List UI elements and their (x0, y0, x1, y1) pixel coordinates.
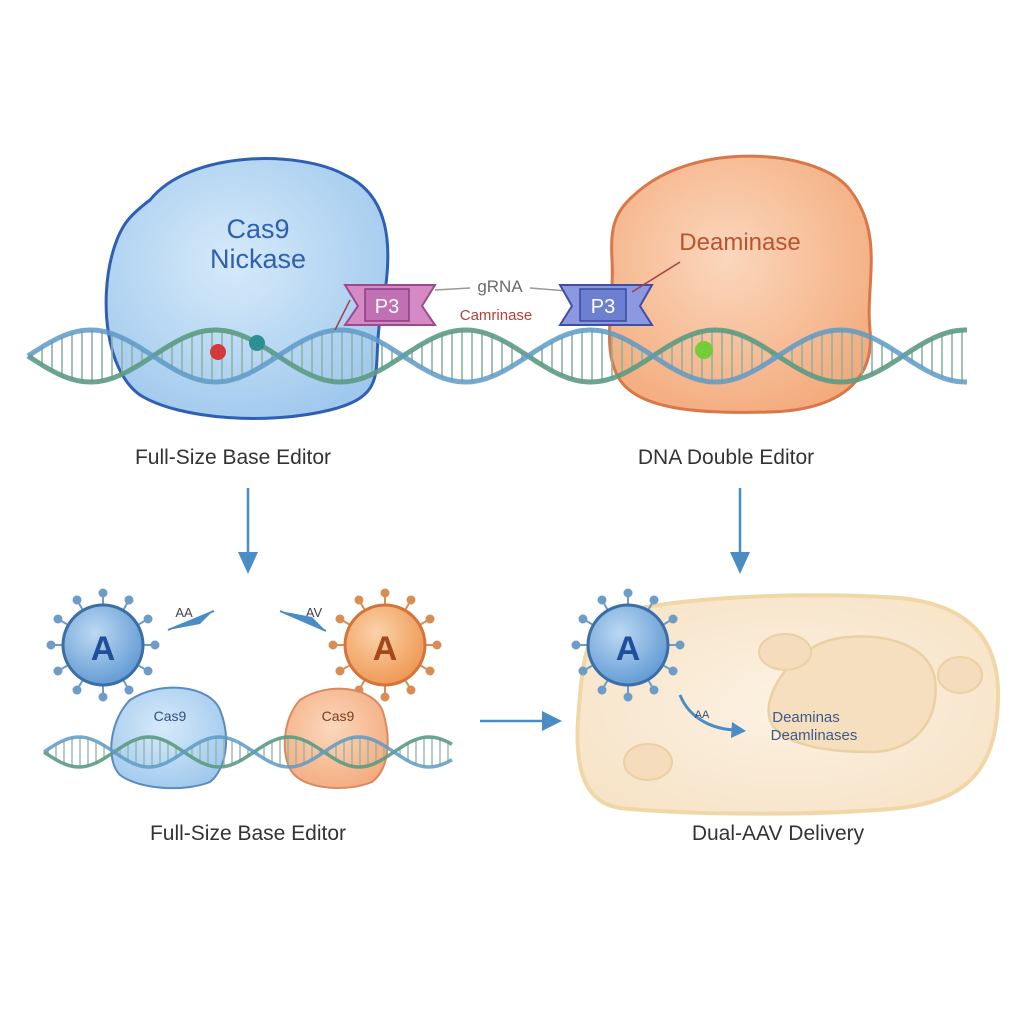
capsid-spike-tip (623, 588, 633, 598)
capsid-spike-tip (597, 685, 607, 695)
arrow-right-label: AV (306, 605, 323, 620)
caption-full-size-top: Full-Size Base Editor (135, 446, 331, 469)
aav-virus-orange: A (328, 588, 442, 702)
deaminase-tether (631, 261, 681, 293)
caption-dual-aav: Dual-AAV Delivery (692, 822, 865, 845)
capsid-spike-tip (623, 692, 633, 702)
cas9-small-label-left: Cas9 (154, 708, 187, 724)
arrow-to-center-right (279, 610, 327, 632)
cell-text-line1: Deaminas (772, 709, 840, 726)
cas9-tether (334, 299, 351, 331)
capsid-spike-tip (597, 595, 607, 605)
virus-right-letter: A (373, 630, 398, 668)
top-dna-helix (26, 327, 967, 385)
grna-line-left (434, 287, 471, 291)
grna-label: gRNA (477, 277, 523, 296)
down-arrow-left (238, 488, 258, 574)
delivery-arrow-label: AA (695, 709, 710, 721)
capsid-spike-tip (406, 685, 416, 695)
cas9-small-label-right: Cas9 (322, 708, 355, 724)
capsid-spike-tip (432, 640, 442, 650)
green-base-marker (695, 341, 713, 359)
deaminase-protein (607, 154, 873, 414)
capsid-spike-tip (668, 614, 678, 624)
cas9-nickase-protein (104, 157, 390, 420)
capsid-spike-tip (72, 595, 82, 605)
caption-full-size-bottom: Full-Size Base Editor (150, 822, 346, 845)
capsid-spike-tip (46, 640, 56, 650)
capsid-spike-tip (578, 614, 588, 624)
bottom-dna-helix (43, 735, 453, 769)
p3-tag-right: P3 (558, 284, 654, 326)
curved-delivery-arrow (678, 694, 746, 738)
p3-tag-left: P3 (343, 284, 437, 326)
capsid-spike-tip (425, 614, 435, 624)
capsid-spike-tip (668, 666, 678, 676)
cas9-title-line1: Cas9 (226, 214, 289, 244)
capsid-spike-tip (98, 692, 108, 702)
cas9-title-line2: Nickase (210, 244, 306, 274)
organelle-2 (937, 656, 983, 694)
capsid-spike-tip (675, 640, 685, 650)
capsid-spike-tip (354, 595, 364, 605)
p3-tag-left-label: P3 (375, 296, 399, 318)
capsid-spike-tip (143, 614, 153, 624)
linker-label: Camrinase (460, 307, 533, 324)
capsid-spike-tip (53, 666, 63, 676)
aav-virus-blue-right: A (571, 588, 685, 702)
capsid-spike-tip (328, 640, 338, 650)
red-base-marker (210, 344, 226, 360)
capsid-spike-tip (143, 666, 153, 676)
cas9-blob-small-orange (283, 687, 389, 789)
capsid-spike-tip (578, 666, 588, 676)
capsid-spike-tip (98, 588, 108, 598)
capsid-spike-tip (406, 595, 416, 605)
arrow-to-center-left (167, 610, 215, 631)
capsid-spike-tip (425, 666, 435, 676)
caption-dna-double-editor: DNA Double Editor (638, 446, 814, 469)
capsid-spike-tip (335, 614, 345, 624)
capsid-spike-tip (124, 685, 134, 695)
capsid-spike-tip (649, 685, 659, 695)
capsid-spike-tip (72, 685, 82, 695)
deaminase-title: Deaminase (679, 229, 800, 256)
arrow-to-delivery (480, 711, 562, 731)
capsid-spike-tip (335, 666, 345, 676)
capsid-spike-tip (53, 614, 63, 624)
teal-base-marker (249, 335, 265, 351)
down-arrow-right (730, 488, 750, 574)
cas9-blob-small-blue (110, 686, 227, 790)
capsid-spike-tip (571, 640, 581, 650)
capsid-spike-tip (150, 640, 160, 650)
cell-nucleus (767, 635, 937, 754)
virus-left-letter: A (91, 630, 116, 668)
arrow-left-label: AA (175, 605, 193, 620)
organelle-3 (623, 743, 673, 781)
virus-right-panel-letter: A (616, 630, 641, 668)
aav-virus-blue-left: A (46, 588, 160, 702)
capsid-spike-tip (124, 595, 134, 605)
capsid-spike-tip (380, 588, 390, 598)
capsid-spike-tip (649, 595, 659, 605)
cell-text-line2: Deamlinases (771, 727, 858, 744)
organelle-1 (758, 633, 812, 671)
p3-tag-right-label: P3 (591, 296, 615, 318)
capsid-spike-tip (380, 692, 390, 702)
